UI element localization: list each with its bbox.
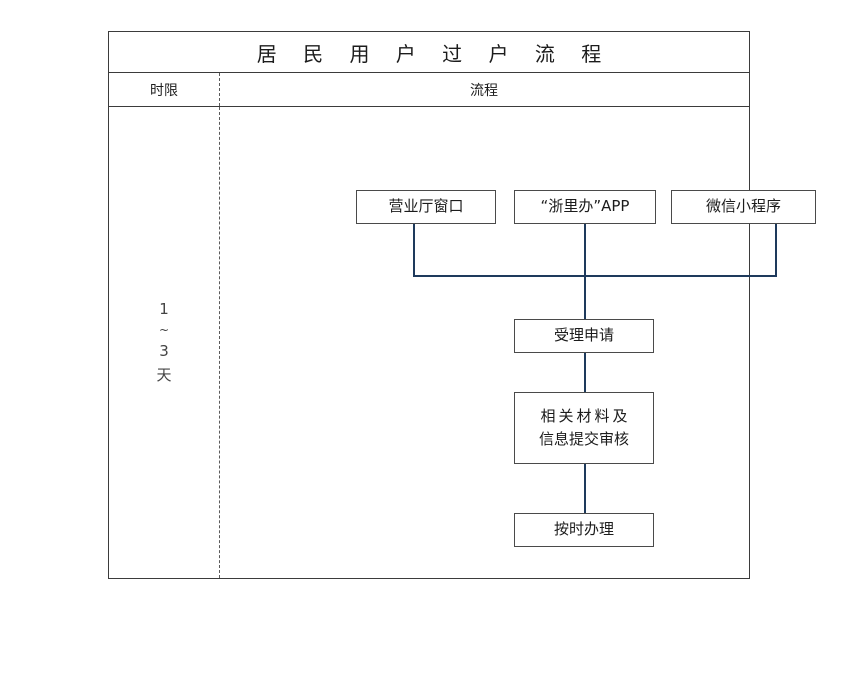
header-column-divider	[219, 73, 220, 106]
flow-node-label: 营业厅窗口	[388, 197, 464, 216]
flowchart: 营业厅窗口 “浙里办”APP 微信小程序 受理申请	[219, 107, 816, 578]
flow-node-label-line1: 相关材料及	[540, 406, 631, 425]
flow-node-accept-application[interactable]: 受理申请	[514, 319, 654, 353]
time-limit-line-3: 3	[159, 341, 169, 360]
time-limit-line-tilde: ~	[158, 322, 170, 337]
flow-node-label: “浙里办”APP	[540, 197, 630, 216]
time-limit-line-1: 1	[159, 299, 169, 318]
flow-node-wechat-miniprogram[interactable]: 微信小程序	[671, 190, 816, 224]
page-title: 居 民 用 户 过 户 流 程	[256, 41, 612, 66]
flow-node-label: 微信小程序	[705, 197, 781, 216]
table-body: 1 ~ 3 天 营业厅窗口 “浙里办”APP 微信小程序	[109, 107, 816, 578]
flow-node-label: 受理申请	[553, 326, 614, 345]
header-label-process: 流程	[470, 82, 498, 99]
flow-node-label: 按时办理	[553, 520, 614, 539]
connector-step2-to-step3	[584, 464, 586, 513]
table-header-row: 时限 流程	[109, 73, 749, 107]
connector-src1-down	[413, 224, 415, 277]
body-column-divider	[219, 107, 220, 578]
table-title-row: 居 民 用 户 过 户 流 程	[109, 32, 749, 73]
header-label-time-limit: 时限	[150, 82, 178, 99]
connector-merge-bar	[413, 275, 777, 277]
flow-node-service-hall-window[interactable]: 营业厅窗口	[356, 190, 496, 224]
flow-node-label-line2: 信息提交审核	[538, 430, 629, 448]
header-cell-time-limit: 时限	[109, 73, 219, 106]
connector-step1-to-step2	[584, 353, 586, 392]
connector-src3-down	[775, 224, 777, 277]
time-limit-line-unit: 天	[156, 366, 172, 385]
header-cell-process: 流程	[219, 73, 749, 106]
flow-node-submit-materials-review[interactable]: 相关材料及 信息提交审核	[514, 392, 654, 464]
flow-node-process-on-time[interactable]: 按时办理	[514, 513, 654, 547]
connector-src2-to-step1	[584, 224, 586, 319]
flow-node-zhelibao-app[interactable]: “浙里办”APP	[514, 190, 656, 224]
process-table: 居 民 用 户 过 户 流 程 时限 流程 1 ~ 3 天	[108, 31, 816, 579]
time-limit-cell: 1 ~ 3 天	[109, 107, 219, 578]
